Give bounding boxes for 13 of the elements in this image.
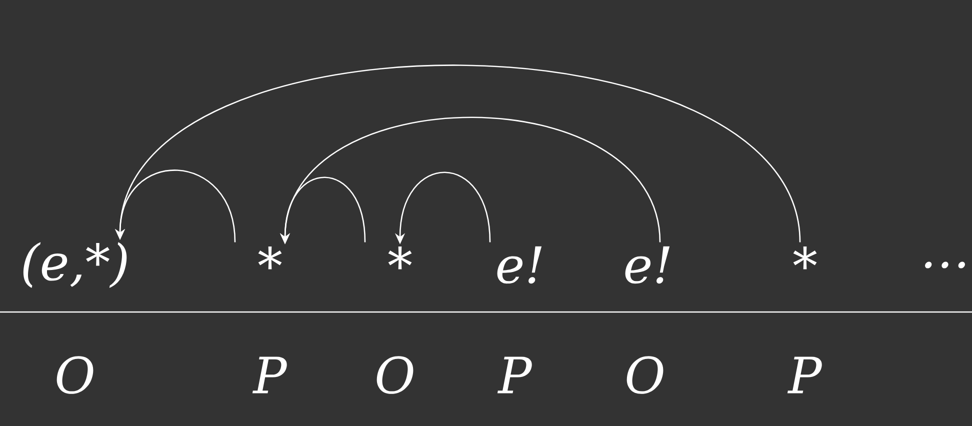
ellipsis: …	[925, 262, 965, 268]
player-label: O	[626, 356, 664, 394]
player-label: O	[56, 356, 94, 394]
move-symbol: *	[258, 246, 282, 270]
move-symbol: *	[793, 246, 817, 270]
player-label: P	[252, 356, 287, 394]
player-label: O	[376, 356, 414, 394]
move-symbol: e!	[625, 246, 670, 284]
move-symbol: (e,*)	[23, 242, 127, 288]
move-symbol: *	[388, 246, 412, 270]
player-label: P	[497, 356, 532, 394]
move-symbol: e!	[497, 246, 542, 284]
player-label: P	[787, 356, 822, 394]
